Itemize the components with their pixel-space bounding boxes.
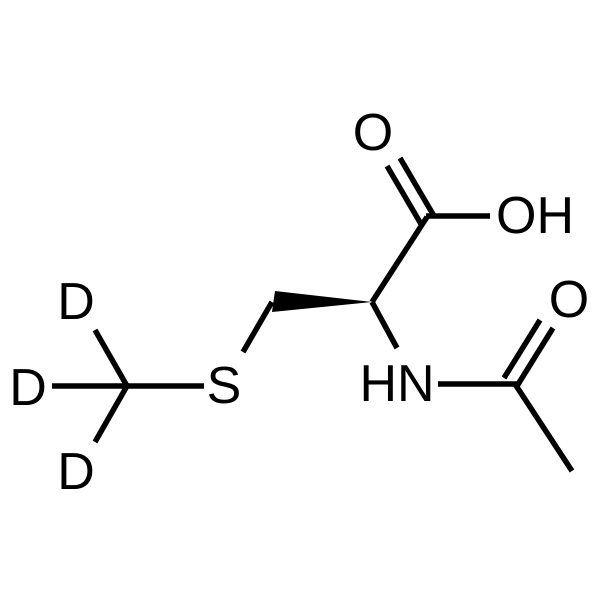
atom-hydroxyl: OH <box>496 187 574 245</box>
bond-methylene-sulfur <box>240 300 275 354</box>
atom-carbonyl-oxygen: O <box>353 104 393 162</box>
bond-acetyl-double-2 <box>501 318 543 380</box>
bond-alpha-nitrogen <box>369 300 400 350</box>
atom-amine: HN <box>359 355 434 413</box>
atom-labels: O OH O HN S D D D <box>9 104 589 501</box>
bond-acetyl-double-1 <box>514 326 556 388</box>
bond-methyl-d-top <box>92 328 130 388</box>
bond-carbonyl-double-1 <box>397 156 437 218</box>
atom-deuterium-top: D <box>57 273 95 331</box>
atom-deuterium-bottom: D <box>57 443 95 501</box>
bond-carboxyl-alpha <box>369 215 430 304</box>
bonds <box>52 156 575 473</box>
atom-sulfur: S <box>207 357 242 415</box>
stereo-wedge-bond <box>272 291 372 312</box>
atom-acetyl-oxygen: O <box>549 271 589 329</box>
bond-carbonyl-double-2 <box>384 164 424 226</box>
atom-deuterium-left: D <box>9 359 47 417</box>
bond-acetyl-methyl <box>512 382 575 473</box>
bond-methyl-d-bottom <box>92 384 130 444</box>
